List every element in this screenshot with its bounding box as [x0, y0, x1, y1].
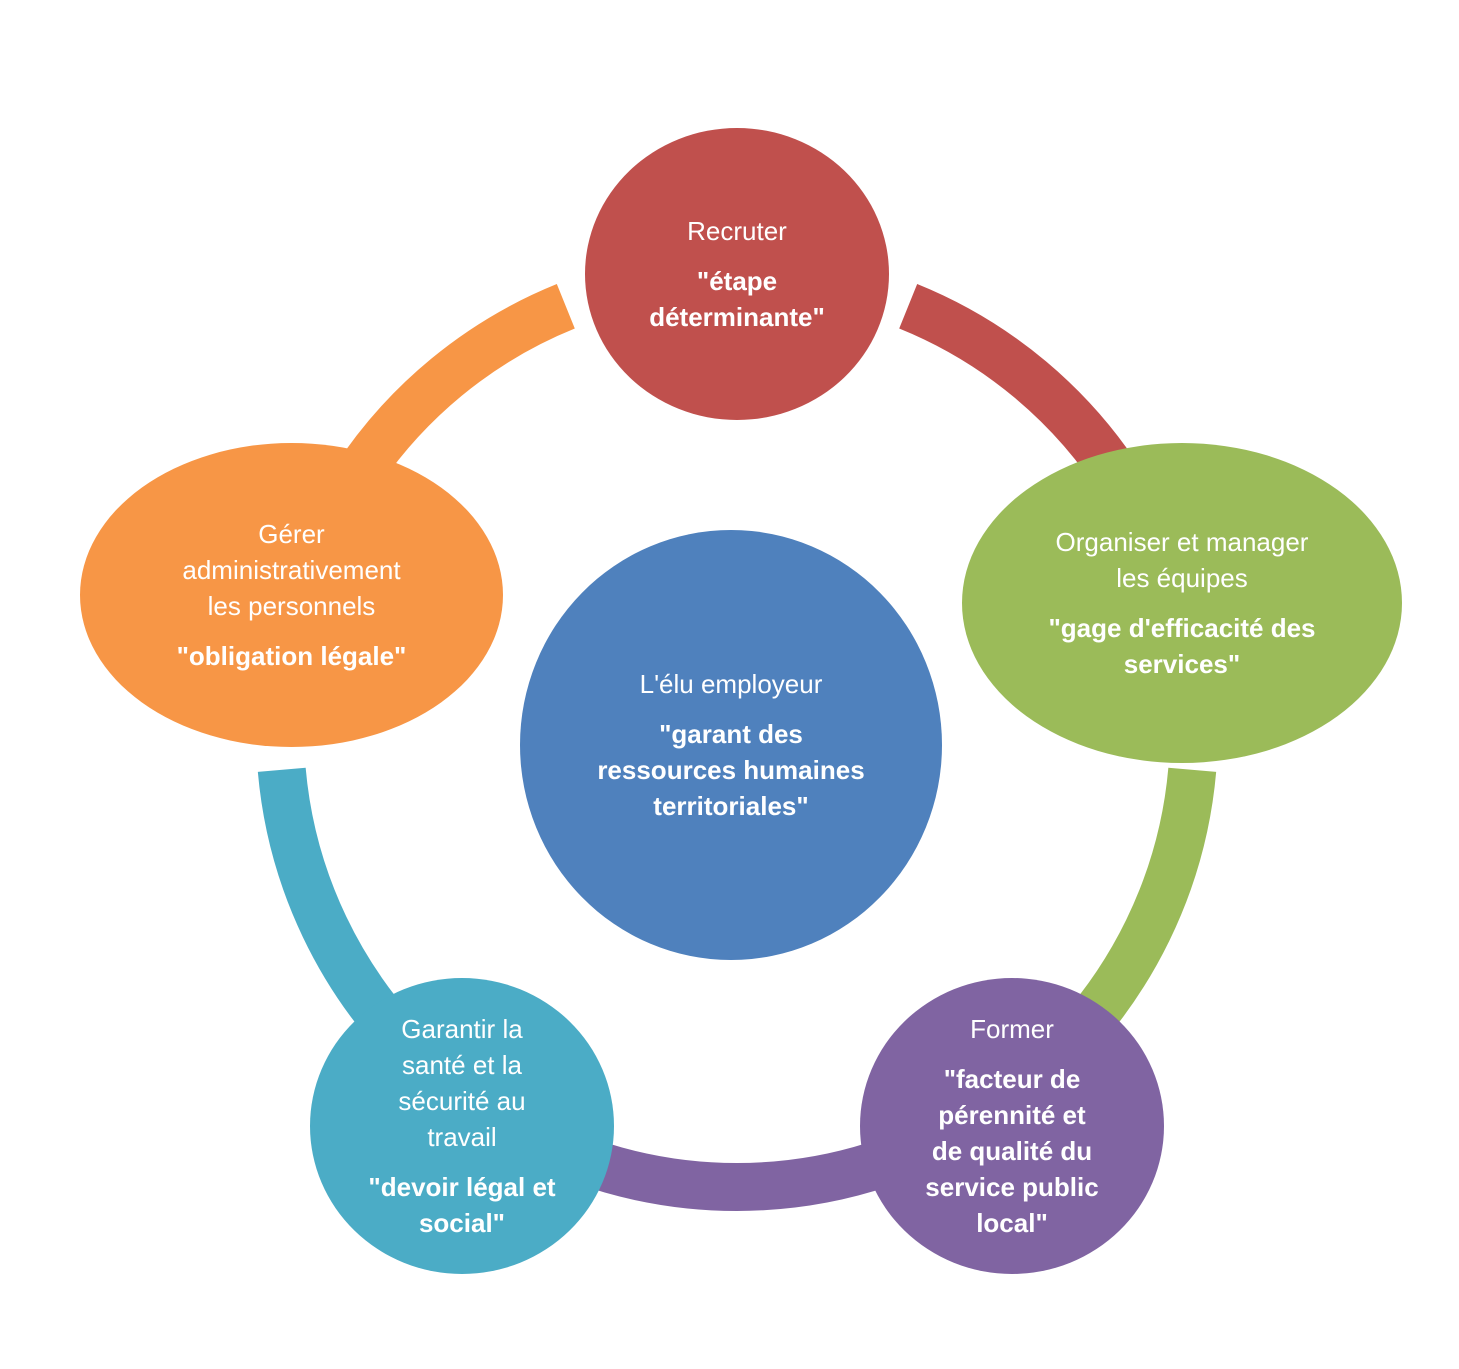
cycle-node-organiser: Organiser et manager les équipes "gage d… — [962, 443, 1402, 763]
former-label: Former — [970, 1014, 1054, 1044]
gerer-label: Gérer administrativement les personnels — [182, 519, 401, 621]
center-node-elu-employeur: L'élu employeur "garant des ressources h… — [520, 530, 942, 960]
cycle-node-gerer: Gérer administrativement les personnels … — [80, 443, 503, 747]
cycle-node-recruter: Recruter "étape déterminante" — [585, 128, 889, 420]
gerer-quote: "obligation légale" — [176, 641, 407, 671]
cycle-node-former: Former "facteur de pérennité et de quali… — [860, 978, 1164, 1274]
ring-arc-gerer-recruter — [333, 284, 575, 495]
garantir-quote: "devoir légal et social" — [368, 1172, 556, 1238]
center-quote: "garant des ressources humaines territor… — [597, 719, 865, 821]
organiser-quote: "gage d'efficacité des services" — [1048, 613, 1316, 679]
former-quote: "facteur de pérennité et de qualité du s… — [925, 1064, 1099, 1238]
recruter-label: Recruter — [687, 216, 787, 246]
recruter-quote: "étape déterminante" — [649, 266, 825, 332]
center-label: L'élu employeur — [639, 669, 823, 699]
garantir-label: Garantir la santé et la sécurité au trav… — [398, 1014, 526, 1152]
ring-arc-former-garantir — [572, 1136, 902, 1211]
cycle-node-garantir: Garantir la santé et la sécurité au trav… — [310, 978, 614, 1274]
organiser-label: Organiser et manager les équipes — [1055, 527, 1309, 593]
